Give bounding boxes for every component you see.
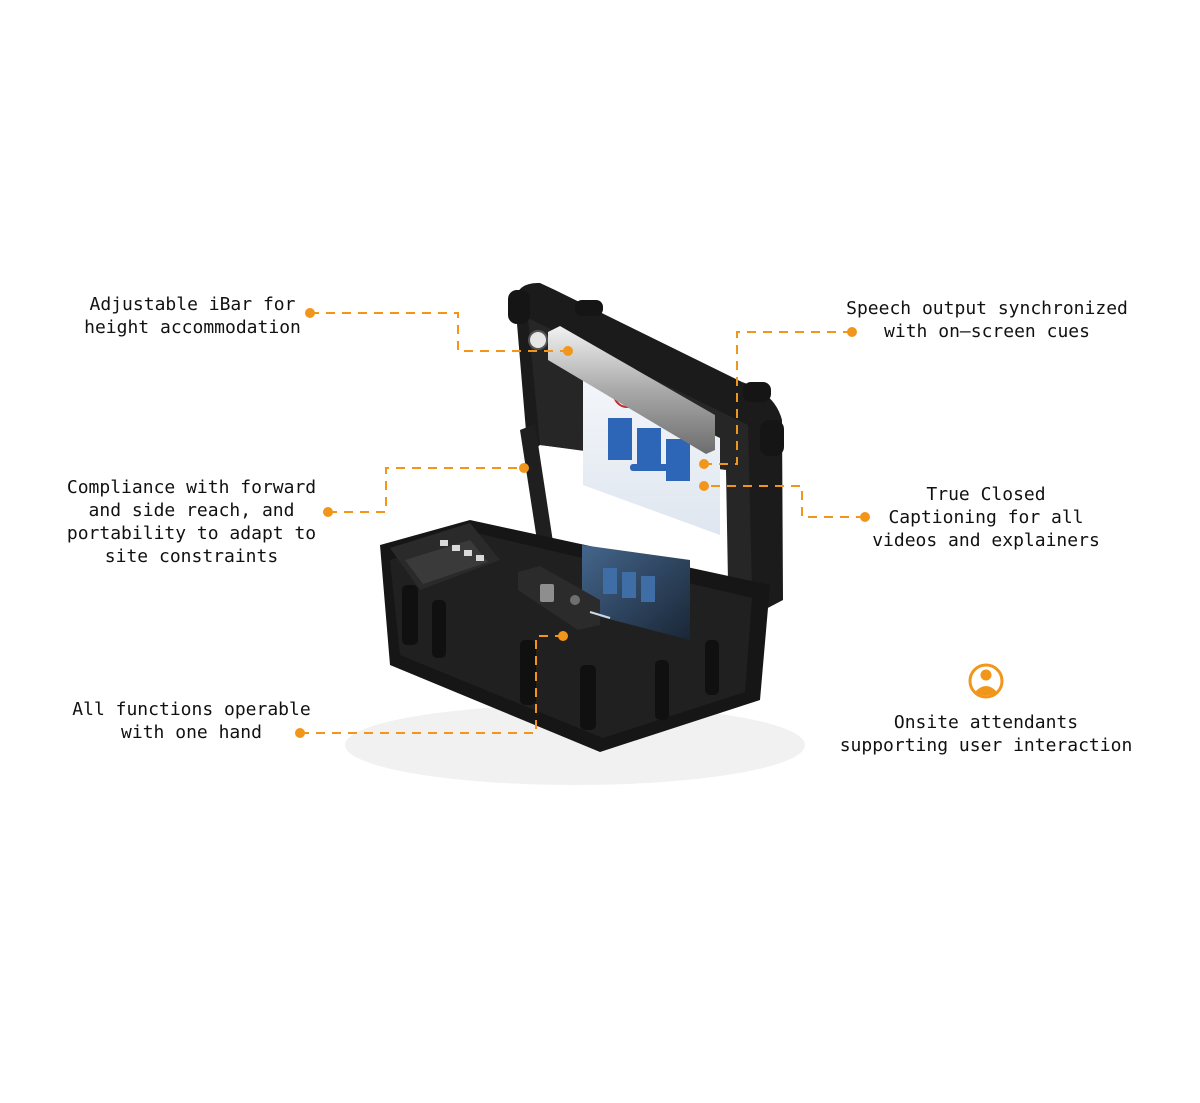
- reach-target-dot: [519, 463, 529, 473]
- ibar-target-dot: [563, 346, 573, 356]
- reach-leader-line: [328, 467, 524, 513]
- ibar-label-dot: [305, 308, 315, 318]
- one-hand-target-dot: [558, 631, 568, 641]
- one-hand-label-dot: [295, 728, 305, 738]
- captioning-callout-label: True Closed Captioning for all videos an…: [872, 484, 1100, 551]
- captioning-target-dot: [699, 481, 709, 491]
- speech-callout-label: Speech output synchronized with on–scree…: [846, 298, 1128, 342]
- one-hand-callout-label: All functions operable with one hand: [72, 699, 311, 743]
- one-hand-leader-line: [300, 635, 563, 734]
- speech-target-dot: [699, 459, 709, 469]
- reach-label-dot: [323, 507, 333, 517]
- reach-callout-label: Compliance with forward and side reach, …: [66, 477, 317, 567]
- captioning-label-dot: [860, 512, 870, 522]
- ibar-leader-line: [310, 312, 568, 352]
- speech-leader-line: [704, 331, 852, 465]
- attendants-callout-label: Onsite attendants supporting user intera…: [839, 712, 1133, 756]
- speech-label-dot: [847, 327, 857, 337]
- ibar-callout-label: Adjustable iBar for height accommodation: [84, 294, 301, 338]
- voting-kiosk-case-image: [345, 282, 805, 785]
- person-circle-icon: [968, 663, 1004, 699]
